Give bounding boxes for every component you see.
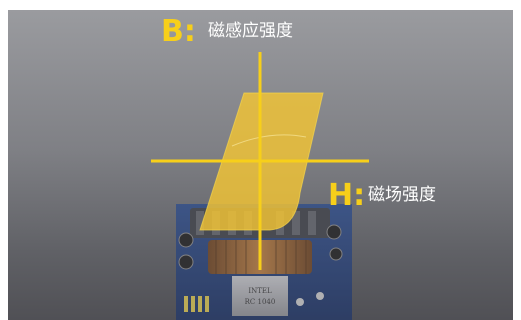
board-print-line2: RC 1040: [245, 298, 276, 306]
b-axis-label: 磁感应强度: [208, 21, 293, 41]
b-axis-letter: B:: [161, 14, 196, 49]
capacitors: [178, 224, 343, 306]
h-axis-letter: H:: [328, 178, 366, 213]
coil-turns: [215, 240, 307, 274]
h-axis-label: 磁场强度: [368, 185, 436, 205]
header-pins: [184, 296, 209, 312]
transformer-core: [232, 276, 288, 316]
board-print-line1: INTEL: [248, 287, 272, 295]
loop-highlight: [231, 134, 307, 147]
